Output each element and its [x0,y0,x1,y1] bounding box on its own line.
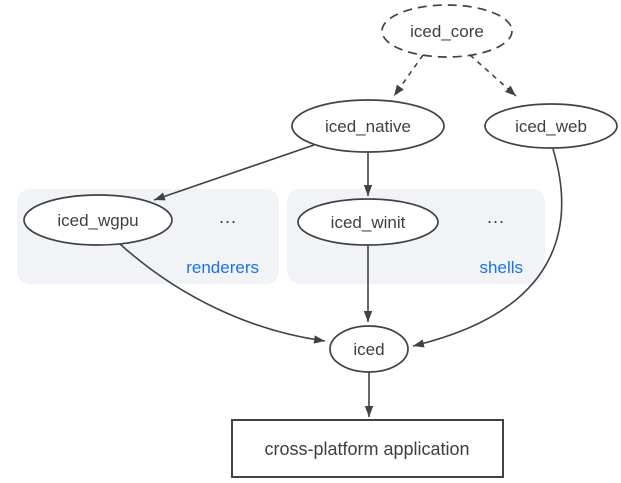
node-iced-winit: iced_winit [297,198,439,246]
iced-ellipse [329,325,409,373]
iced-wgpu-label: iced_wgpu [57,211,138,230]
node-iced-core: iced_core [381,4,513,58]
renderers-ellipsis: ... [219,207,237,227]
iced-core-label: iced_core [410,22,484,41]
iced-label: iced [353,340,384,359]
edge-wgpu-to-iced [119,243,326,344]
iced-winit-label: iced_winit [331,213,406,232]
iced-native-ellipse [291,99,445,153]
iced-native-label: iced_native [325,117,411,136]
node-iced: iced [329,325,409,373]
renderers-group-label: renderers [186,258,259,277]
iced-winit-ellipse [297,198,439,246]
shells-group-label: shells [480,258,523,277]
node-iced-wgpu: iced_wgpu [23,194,173,246]
node-iced-native: iced_native [291,99,445,153]
edge-core-to-native [393,54,424,97]
node-application: cross-platform application [231,419,504,478]
iced-web-label: iced_web [515,117,587,136]
iced-core-ellipse [381,4,513,58]
edge-native-to-wgpu [153,144,315,201]
application-rect [231,419,504,478]
iced-web-ellipse [484,103,618,149]
application-label: cross-platform application [264,439,469,459]
iced-wgpu-ellipse [23,194,173,246]
shells-ellipsis: ... [487,207,505,227]
node-iced-web: iced_web [484,103,618,149]
edge-core-to-web [469,54,517,97]
edge-web-to-iced [412,148,563,348]
